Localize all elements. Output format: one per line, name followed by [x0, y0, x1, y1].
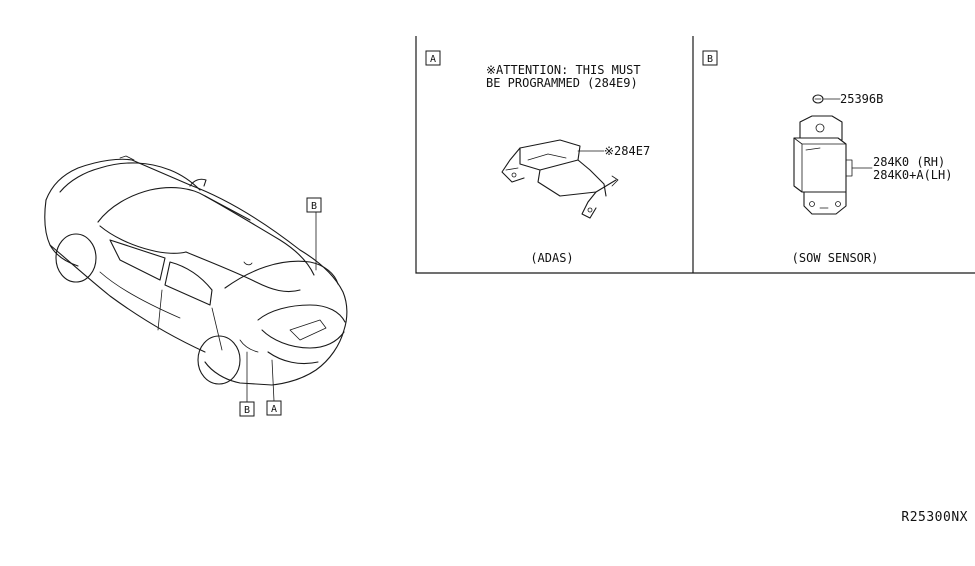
callout-box-bumper-right: [266, 400, 282, 416]
panel-b-letter: B: [707, 54, 713, 65]
callout-box-rear-right: [306, 197, 322, 213]
callout-box-bumper-left: [239, 401, 255, 417]
panel-b-letter-box: [702, 50, 718, 66]
panel-a-caption: (ADAS): [530, 251, 573, 265]
panel-a-letter-box: [425, 50, 441, 66]
attention-note-line-2: BE PROGRAMMED (284E9): [486, 76, 638, 90]
sow-sensor-drawing: [793, 115, 873, 215]
panel-b-caption: (SOW SENSOR): [792, 251, 879, 265]
sensor-label-lh: 284K0+A(LH): [873, 168, 952, 182]
adas-module-drawing: [501, 139, 619, 219]
panel-a: A ※ATTENTION: THIS MUST BE PROGRAMMED (2…: [425, 50, 650, 265]
adas-part-label: ※284E7: [604, 144, 650, 158]
panel-a-letter: A: [430, 54, 436, 65]
panel-b: B 25396B 284K0 (RH) 284K0+A(LH) (SOW SE: [702, 50, 952, 265]
bolt-part-label: 25396B: [840, 92, 883, 106]
diagram-code: R25300NX: [901, 510, 968, 525]
callout-bumper-right-letter: A: [271, 404, 277, 415]
callout-rear-right-letter: B: [311, 201, 317, 212]
bolt-drawing: [812, 94, 841, 104]
callout-bumper-left-letter: B: [244, 405, 250, 416]
detail-frame: [415, 36, 975, 274]
attention-note-line-1: ※ATTENTION: THIS MUST: [486, 63, 641, 77]
sensor-label-rh: 284K0 (RH): [873, 155, 945, 169]
vehicle-illustration: [44, 155, 348, 403]
